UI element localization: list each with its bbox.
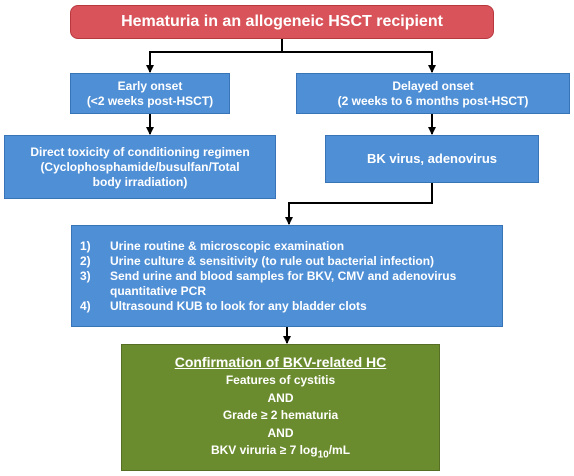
investigation-text: Urine routine & microscopic examination (110, 238, 345, 253)
investigation-item: 2) Urine culture & sensitivity (to rule … (80, 254, 494, 269)
arrow-title-to-early (146, 39, 283, 73)
delayed-onset-box: Delayed onset (2 weeks to 6 months post-… (296, 73, 570, 114)
bk-virus-text: BK virus, adenovirus (366, 150, 498, 166)
investigations-box: 1) Urine routine & microscopic examinati… (71, 225, 503, 327)
investigation-number: 2) (80, 253, 91, 268)
early-onset-label: Early onset (117, 78, 183, 93)
viruria-prefix: BKV viruria ≥ 7 log (210, 442, 318, 457)
and-connector: AND (267, 425, 294, 440)
title-text: Hematuria in an allogeneic HSCT recipien… (121, 13, 443, 30)
early-onset-box: Early onset (<2 weeks post-HSCT) (70, 73, 230, 114)
direct-toxicity-box: Direct toxicity of conditioning regimen … (4, 135, 276, 199)
investigation-number: 1) (80, 238, 91, 253)
investigation-item: 1) Urine routine & microscopic examinati… (80, 239, 494, 254)
investigation-number: 3) (80, 268, 91, 283)
confirmation-title: Confirmation of BKV-related HC (174, 354, 387, 371)
direct-toxicity-line3: body irradiation) (92, 174, 188, 189)
investigation-text: Ultrasound KUB to look for any bladder c… (110, 298, 367, 313)
direct-toxicity-line2: (Cyclophosphamide/busulfan/Total (40, 159, 240, 174)
arrow-title-to-delayed (282, 51, 436, 73)
investigation-item: 3) Send urine and blood samples for BKV,… (80, 269, 494, 299)
criterion-viruria: BKV viruria ≥ 7 log10/mL (211, 442, 350, 463)
arrow-bk-to-tests (285, 183, 433, 225)
investigation-number: 4) (80, 298, 91, 313)
investigation-item: 4) Ultrasound KUB to look for any bladde… (80, 299, 494, 314)
delayed-onset-label: Delayed onset (392, 78, 474, 93)
delayed-onset-timing: (2 weeks to 6 months post-HSCT) (337, 93, 529, 108)
investigation-text: Urine culture & sensitivity (to rule out… (110, 253, 435, 268)
confirmation-box: Confirmation of BKV-related HC Features … (121, 344, 440, 471)
direct-toxicity-line1: Direct toxicity of conditioning regimen (30, 144, 250, 159)
and-connector: AND (267, 390, 294, 405)
criterion-hematuria-grade: Grade ≥ 2 hematuria (222, 408, 339, 423)
bk-virus-box: BK virus, adenovirus (325, 135, 539, 183)
investigation-text: Send urine and blood samples for BKV, CM… (110, 268, 457, 298)
title-box: Hematuria in an allogeneic HSCT recipien… (70, 5, 494, 39)
early-onset-timing: (<2 weeks post-HSCT) (86, 93, 214, 108)
viruria-log-base: 10 (317, 449, 329, 461)
criterion-cystitis: Features of cystitis (225, 373, 336, 388)
viruria-unit: /mL (328, 442, 351, 457)
